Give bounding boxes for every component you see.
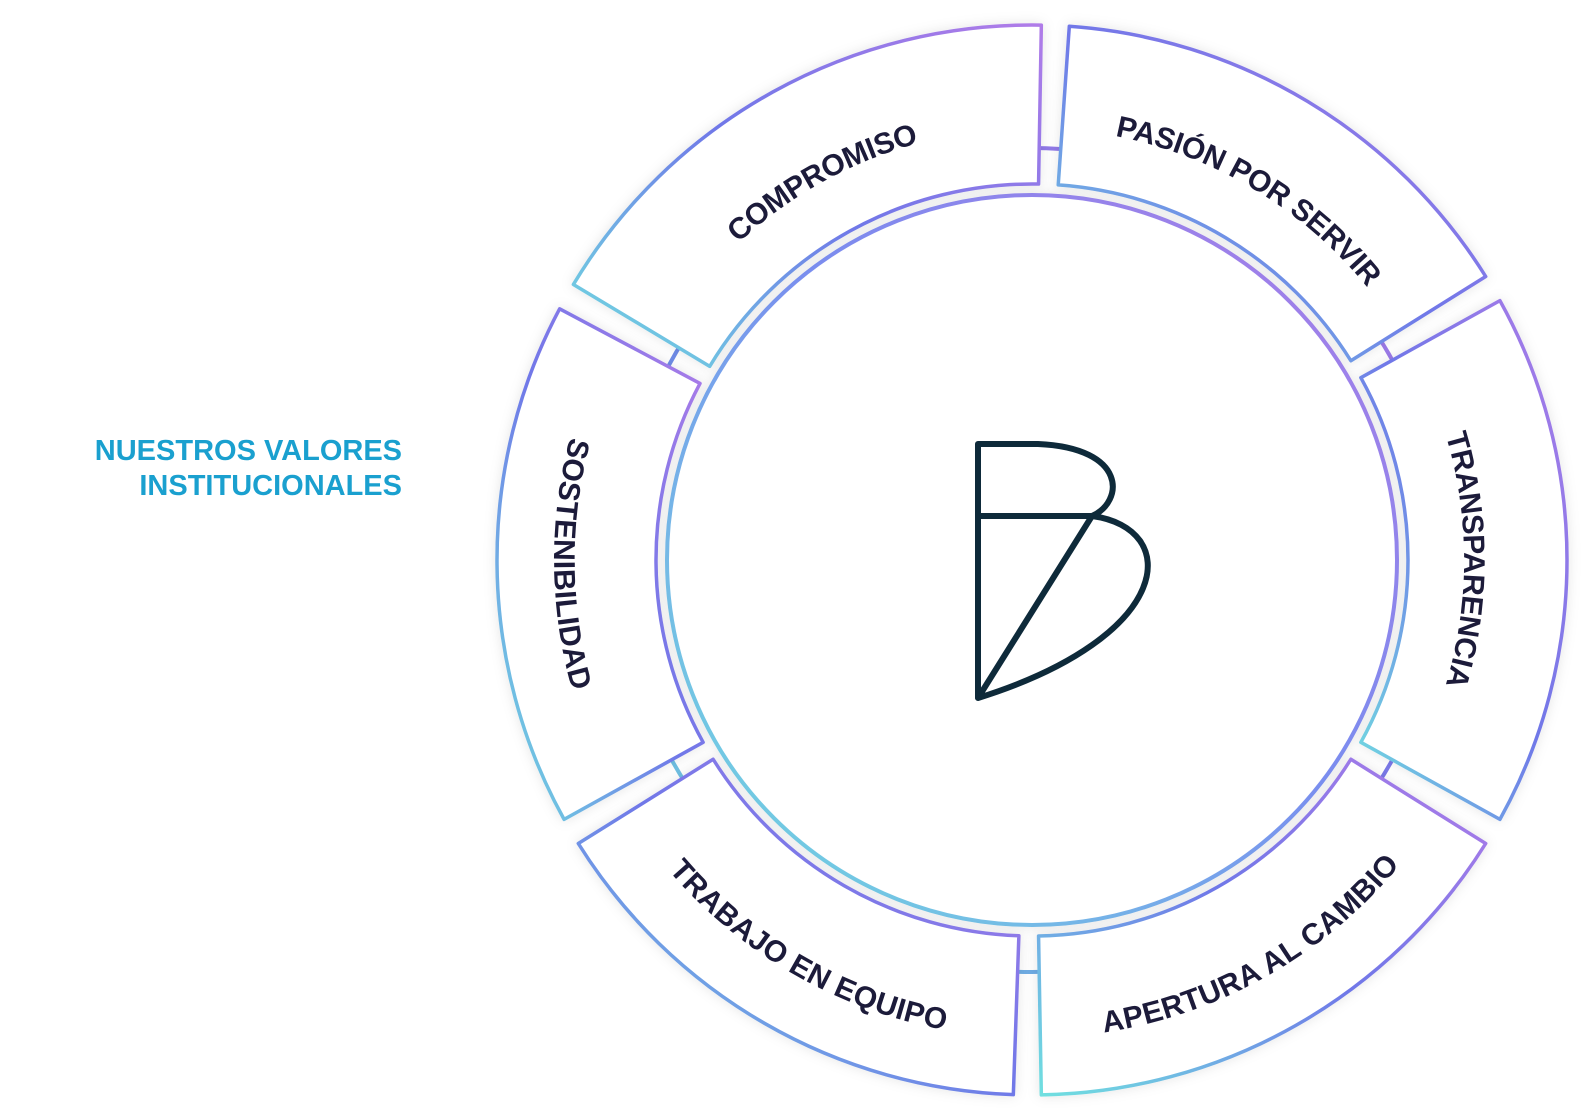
section-title: NUESTROS VALORES INSTITUCIONALES: [20, 434, 402, 504]
value-segment-trabajo-en-equipo: [576, 757, 1021, 1097]
section-title-line-1: NUESTROS VALORES: [94, 435, 402, 467]
section-title-line-2: INSTITUCIONALES: [139, 470, 402, 502]
value-segment-sostenibilidad: [495, 307, 705, 822]
value-segment-compromiso: [571, 23, 1044, 369]
value-segment-transparencia: [1359, 298, 1569, 822]
value-segment-apertura-al-cambio: [1036, 757, 1488, 1097]
inner-ring: [665, 193, 1399, 927]
value-segment-pasion-por-servir: [1056, 24, 1488, 363]
b-monogram-logo-icon: [975, 441, 1151, 701]
